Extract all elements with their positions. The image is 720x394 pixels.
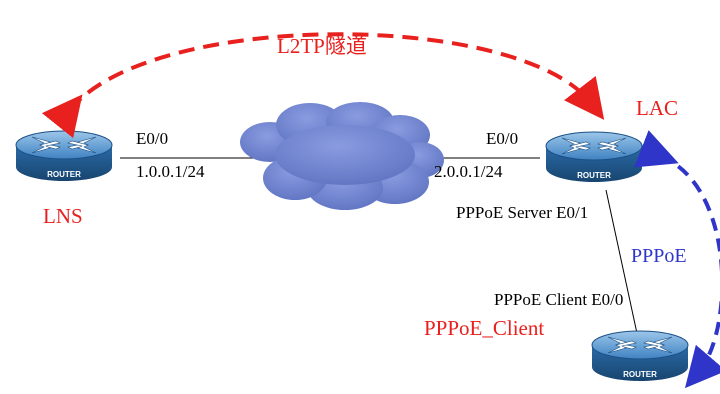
link-lac-client [605, 189, 639, 339]
pppoe-label: PPPoE [631, 245, 687, 267]
lns-ip-label: 1.0.0.1/24 [136, 162, 205, 181]
lns-interface-label: E0/0 [136, 129, 169, 148]
router-client-icon: ROUTER [591, 330, 689, 382]
lns-label: LNS [43, 204, 83, 228]
lac-ip-label: 2.0.0.1/24 [434, 162, 503, 181]
tunnel-label: L2TP隧道 [277, 34, 367, 58]
lac-label: LAC [636, 96, 678, 120]
pppoe-session-arrow [634, 130, 720, 389]
cloud-icon [240, 102, 444, 210]
router-caption: ROUTER [623, 370, 657, 379]
router-caption: ROUTER [577, 171, 611, 180]
l2tp-tunnel-arrow [41, 32, 605, 139]
router-caption: ROUTER [47, 170, 81, 179]
router-lns-icon: ROUTER [15, 130, 113, 182]
router-lac-icon: ROUTER [545, 131, 643, 183]
pppoe-client-label: PPPoE_Client [424, 316, 545, 340]
pppoe-client-interface-label: PPPoE Client E0/0 [494, 290, 624, 309]
lac-interface-label: E0/0 [486, 129, 519, 148]
pppoe-server-label: PPPoE Server E0/1 [456, 203, 589, 222]
